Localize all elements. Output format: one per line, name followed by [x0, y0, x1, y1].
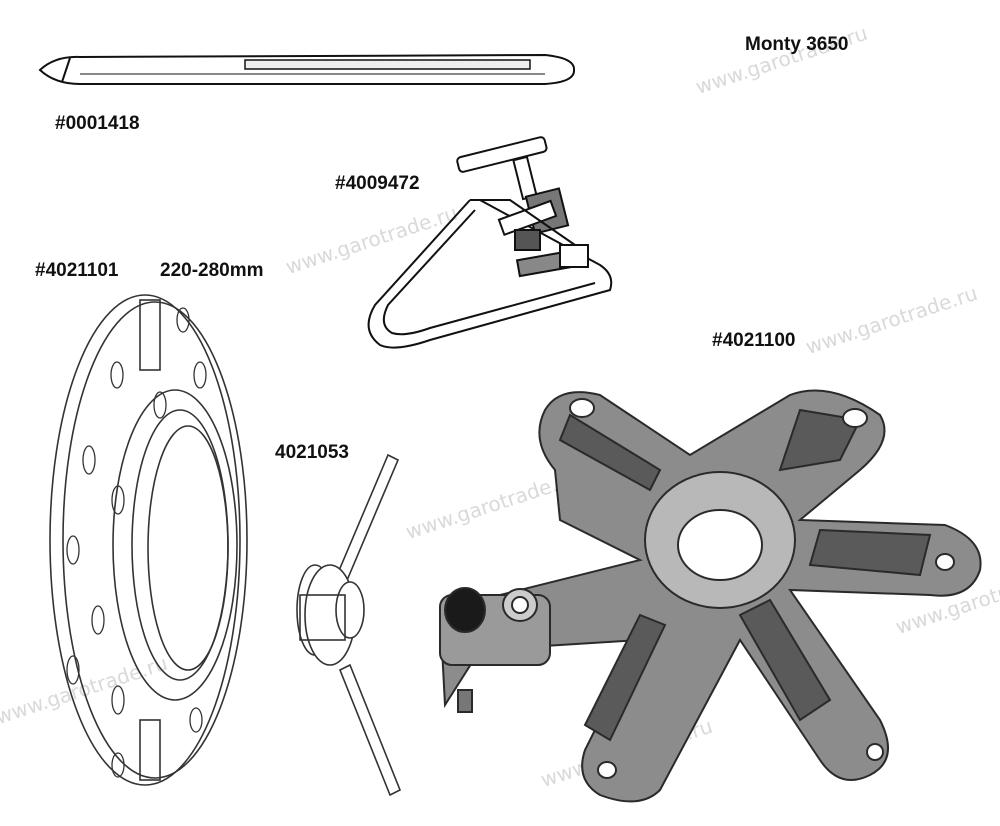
bead-tool-drawing [367, 136, 613, 349]
part-code-4009472: #4009472 [335, 173, 420, 194]
part-code-4021100: #4021100 [712, 330, 796, 351]
part-code-4021101: #4021101 [35, 260, 119, 281]
page-title: Monty 3650 [745, 34, 849, 55]
part-size-4021101: 220-280mm [160, 260, 264, 281]
t-pin-drawing [296, 453, 402, 797]
tire-lever-drawing [38, 53, 575, 85]
part-code-0001418: #0001418 [55, 113, 140, 134]
flange-ring-drawing [49, 294, 248, 786]
part-code-4021053: 4021053 [275, 442, 349, 463]
spoke-adapter-drawing [438, 389, 982, 803]
